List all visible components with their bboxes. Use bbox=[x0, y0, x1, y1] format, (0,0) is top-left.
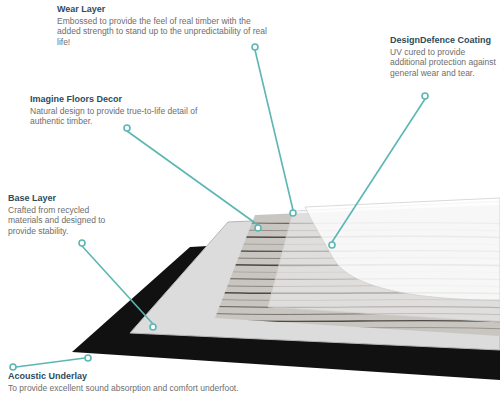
callout-text: Embossed to provide the feel of real tim… bbox=[57, 16, 272, 47]
callout-text: To provide excellent sound absorption an… bbox=[8, 383, 338, 393]
design-defence-coating bbox=[305, 198, 500, 300]
callout-text: Natural design to provide true-to-life d… bbox=[30, 106, 210, 127]
callout-heading: Base Layer bbox=[8, 193, 123, 204]
callout-heading: DesignDefence Coating bbox=[390, 35, 498, 46]
callout-heading: Acoustic Underlay bbox=[8, 371, 208, 382]
callout-heading: Wear Layer bbox=[57, 4, 272, 15]
callout-text: UV cured to provide additional protectio… bbox=[390, 47, 496, 78]
callout-text: Crafted from recycled materials and desi… bbox=[8, 205, 123, 236]
callout-heading: Imagine Floors Decor bbox=[30, 94, 210, 105]
